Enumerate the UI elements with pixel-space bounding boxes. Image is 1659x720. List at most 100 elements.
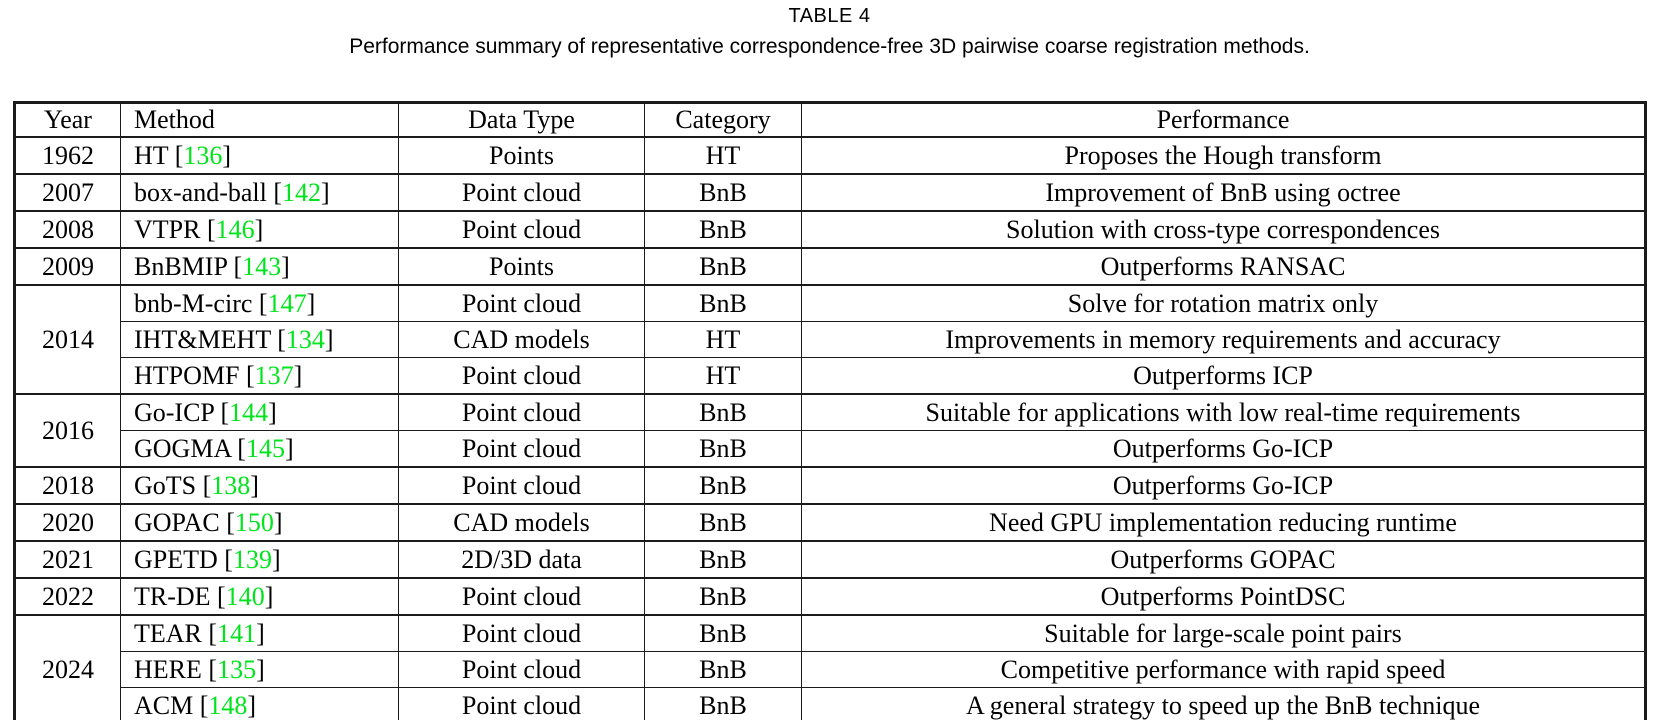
data-type-cell: Point cloud	[398, 614, 645, 652]
performance-cell: Need GPU implementation reducing runtime	[801, 503, 1646, 542]
citation-link[interactable]: 137	[254, 360, 294, 390]
header-row: Year Method Data Type Category Performan…	[14, 102, 1646, 138]
registration-methods-table: Year Method Data Type Category Performan…	[13, 101, 1647, 720]
data-type-cell: Point cloud	[398, 651, 645, 688]
citation-link[interactable]: 139	[232, 544, 272, 574]
method-name: IHT&MEHT	[134, 324, 271, 354]
method-cell: HTPOMF [137]	[120, 357, 399, 395]
category-cell: BnB	[644, 466, 802, 505]
category-cell: BnB	[644, 614, 802, 652]
citation-link[interactable]: 136	[183, 140, 223, 170]
citation-link[interactable]: 147	[267, 288, 307, 318]
data-type-cell: Point cloud	[398, 357, 645, 395]
method-name: TR-DE	[134, 581, 211, 611]
method-cell: BnBMIP [143]	[120, 247, 399, 286]
data-type-cell: Points	[398, 247, 645, 286]
category-cell: BnB	[644, 247, 802, 286]
method-cell: TEAR [141]	[120, 614, 399, 652]
citation-link[interactable]: 144	[229, 397, 269, 427]
method-cell: GOPAC [150]	[120, 503, 399, 542]
method-name: GOPAC	[134, 507, 220, 537]
citation-link[interactable]: 135	[217, 654, 257, 684]
method-cell: TR-DE [140]	[120, 577, 399, 616]
performance-cell: Outperforms Go-ICP	[801, 430, 1646, 468]
table-number: TABLE 4	[788, 5, 871, 27]
performance-cell: Outperforms Go-ICP	[801, 466, 1646, 505]
year-cell: 2020	[14, 503, 121, 542]
citation-link[interactable]: 148	[208, 690, 248, 720]
year-cell: 1962	[14, 136, 121, 175]
performance-cell: Outperforms PointDSC	[801, 577, 1646, 616]
method-cell: IHT&MEHT [134]	[120, 321, 399, 358]
year-cell: 2014	[14, 284, 121, 395]
method-cell: bnb-M-circ [147]	[120, 284, 399, 322]
citation-link[interactable]: 140	[225, 581, 265, 611]
year-cell: 2007	[14, 173, 121, 212]
method-name: GOGMA	[134, 433, 231, 463]
citation-link[interactable]: 143	[242, 251, 282, 281]
category-cell: BnB	[644, 651, 802, 688]
category-cell: BnB	[644, 173, 802, 212]
category-cell: BnB	[644, 687, 802, 720]
method-cell: VTPR [146]	[120, 210, 399, 249]
method-name: VTPR	[134, 214, 201, 244]
citation-link[interactable]: 146	[215, 214, 255, 244]
col-header-data-type: Data Type	[398, 102, 645, 138]
performance-cell: Proposes the Hough transform	[801, 136, 1646, 175]
method-name: Go-ICP	[134, 397, 214, 427]
citation-link[interactable]: 145	[245, 433, 285, 463]
citation-link[interactable]: 150	[234, 507, 274, 537]
category-cell: BnB	[644, 540, 802, 579]
col-header-category: Category	[644, 102, 802, 138]
performance-cell: Suitable for applications with low real-…	[801, 393, 1646, 431]
col-header-year: Year	[14, 102, 121, 138]
performance-cell: Improvement of BnB using octree	[801, 173, 1646, 212]
method-name: HT	[134, 140, 169, 170]
col-header-performance: Performance	[801, 102, 1646, 138]
data-type-cell: Point cloud	[398, 284, 645, 322]
table-caption: Performance summary of representative co…	[349, 35, 1310, 58]
citation-link[interactable]: 142	[282, 177, 322, 207]
method-name: GPETD	[134, 544, 218, 574]
performance-cell: Solution with cross-type correspondences	[801, 210, 1646, 249]
performance-cell: Improvements in memory requirements and …	[801, 321, 1646, 358]
year-cell: 2009	[14, 247, 121, 286]
year-cell: 2018	[14, 466, 121, 505]
performance-cell: Outperforms GOPAC	[801, 540, 1646, 579]
citation-link[interactable]: 138	[211, 470, 251, 500]
method-cell: ACM [148]	[120, 687, 399, 720]
citation-link[interactable]: 134	[285, 324, 325, 354]
category-cell: BnB	[644, 503, 802, 542]
method-name: BnBMIP	[134, 251, 227, 281]
performance-cell: Solve for rotation matrix only	[801, 284, 1646, 322]
method-name: bnb-M-circ	[134, 288, 253, 318]
citation-link[interactable]: 141	[217, 618, 257, 648]
performance-cell: Outperforms RANSAC	[801, 247, 1646, 286]
method-name: GoTS	[134, 470, 197, 500]
category-cell: BnB	[644, 393, 802, 431]
category-cell: BnB	[644, 430, 802, 468]
performance-cell: Competitive performance with rapid speed	[801, 651, 1646, 688]
data-type-cell: CAD models	[398, 321, 645, 358]
data-type-cell: Point cloud	[398, 577, 645, 616]
performance-cell: Outperforms ICP	[801, 357, 1646, 395]
data-type-cell: Point cloud	[398, 466, 645, 505]
data-type-cell: Point cloud	[398, 393, 645, 431]
method-name: box-and-ball	[134, 177, 267, 207]
method-cell: Go-ICP [144]	[120, 393, 399, 431]
method-cell: box-and-ball [142]	[120, 173, 399, 212]
data-type-cell: Point cloud	[398, 430, 645, 468]
method-cell: GOGMA [145]	[120, 430, 399, 468]
